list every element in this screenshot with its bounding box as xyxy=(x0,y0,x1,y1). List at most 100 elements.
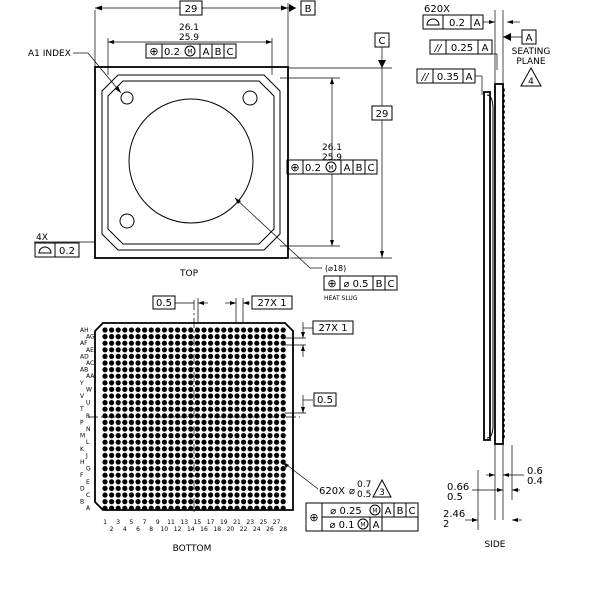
solder-ball xyxy=(102,452,108,458)
solder-ball xyxy=(188,439,194,445)
solder-ball xyxy=(254,419,260,425)
solder-ball xyxy=(280,347,286,353)
solder-ball xyxy=(280,452,286,458)
solder-ball xyxy=(109,400,115,406)
solder-ball xyxy=(274,492,280,498)
solder-ball xyxy=(260,499,266,505)
solder-ball xyxy=(254,426,260,432)
solder-ball xyxy=(260,433,266,439)
solder-ball xyxy=(155,413,161,419)
body-height-min: 25.9 xyxy=(322,153,342,163)
col-label: 7 xyxy=(143,519,147,526)
solder-ball xyxy=(274,452,280,458)
solder-ball xyxy=(115,327,121,333)
solder-ball xyxy=(221,492,227,498)
solder-ball xyxy=(102,499,108,505)
row-label: E xyxy=(86,479,90,486)
solder-ball xyxy=(280,472,286,478)
solder-ball xyxy=(128,413,134,419)
solder-ball xyxy=(227,386,233,392)
row-label: AD xyxy=(80,353,89,360)
solder-ball xyxy=(280,413,286,419)
solder-ball xyxy=(201,452,207,458)
solder-ball xyxy=(267,367,273,373)
solder-ball xyxy=(234,413,240,419)
solder-ball xyxy=(260,505,266,511)
side-ball xyxy=(503,417,505,423)
solder-ball xyxy=(122,340,128,346)
solder-ball xyxy=(115,353,121,359)
solder-ball xyxy=(122,433,128,439)
solder-ball xyxy=(109,485,115,491)
solder-ball xyxy=(135,353,141,359)
solder-ball xyxy=(155,426,161,432)
solder-ball xyxy=(181,426,187,432)
body-width-max: 26.1 xyxy=(179,23,199,33)
solder-ball xyxy=(128,426,134,432)
count-right-box xyxy=(312,320,354,335)
col-label: 28 xyxy=(279,526,287,533)
solder-ball xyxy=(254,327,260,333)
solder-ball xyxy=(247,499,253,505)
solder-ball xyxy=(274,485,280,491)
solder-ball xyxy=(109,334,115,340)
solder-ball xyxy=(274,334,280,340)
solder-ball xyxy=(214,347,220,353)
solder-ball xyxy=(260,334,266,340)
row-label: P xyxy=(80,419,84,426)
solder-ball xyxy=(181,446,187,452)
solder-ball xyxy=(109,413,115,419)
profile-icon xyxy=(426,18,440,26)
solder-ball xyxy=(208,433,214,439)
solder-ball xyxy=(115,413,121,419)
solder-ball xyxy=(221,406,227,412)
solder-ball xyxy=(175,426,181,432)
solder-ball xyxy=(109,380,115,386)
side-position-frame: ⊕ 0.2 M A B C xyxy=(286,159,378,175)
solder-ball xyxy=(175,472,181,478)
solder-ball xyxy=(168,400,174,406)
solder-ball xyxy=(241,340,247,346)
row-label: AF xyxy=(80,340,88,347)
solder-ball xyxy=(254,386,260,392)
solder-ball xyxy=(142,433,148,439)
solder-ball xyxy=(208,479,214,485)
solder-ball xyxy=(267,479,273,485)
side-ball xyxy=(503,362,505,368)
solder-ball xyxy=(188,419,194,425)
solder-ball xyxy=(175,386,181,392)
solder-ball xyxy=(135,499,141,505)
solder-ball xyxy=(128,386,134,392)
solder-ball xyxy=(128,353,134,359)
solder-ball xyxy=(194,353,200,359)
top-pos-tol: 0.2 xyxy=(164,47,180,58)
solder-ball xyxy=(241,472,247,478)
row-label: AC xyxy=(86,360,94,367)
row-label: B xyxy=(80,499,84,506)
solder-ball xyxy=(135,485,141,491)
flatness-frame: 0.2 xyxy=(34,242,80,258)
parallel-frame-2: // 0.35 A xyxy=(416,68,476,84)
side-ball xyxy=(503,87,505,93)
solder-ball xyxy=(247,386,253,392)
solder-ball xyxy=(274,360,280,366)
solder-ball xyxy=(234,334,240,340)
solder-ball xyxy=(214,380,220,386)
solder-ball xyxy=(274,393,280,399)
solder-ball xyxy=(274,400,280,406)
solder-ball xyxy=(221,452,227,458)
solder-ball xyxy=(122,347,128,353)
solder-ball xyxy=(188,353,194,359)
solder-ball xyxy=(188,472,194,478)
position-icon: ⊕ xyxy=(149,45,158,58)
side-ball xyxy=(503,357,505,362)
solder-ball xyxy=(175,340,181,346)
solder-ball xyxy=(194,406,200,412)
solder-ball xyxy=(175,492,181,498)
solder-ball xyxy=(254,472,260,478)
solder-ball xyxy=(135,472,141,478)
solder-ball xyxy=(188,340,194,346)
solder-ball xyxy=(254,433,260,439)
solder-ball xyxy=(221,505,227,511)
solder-ball xyxy=(208,393,214,399)
